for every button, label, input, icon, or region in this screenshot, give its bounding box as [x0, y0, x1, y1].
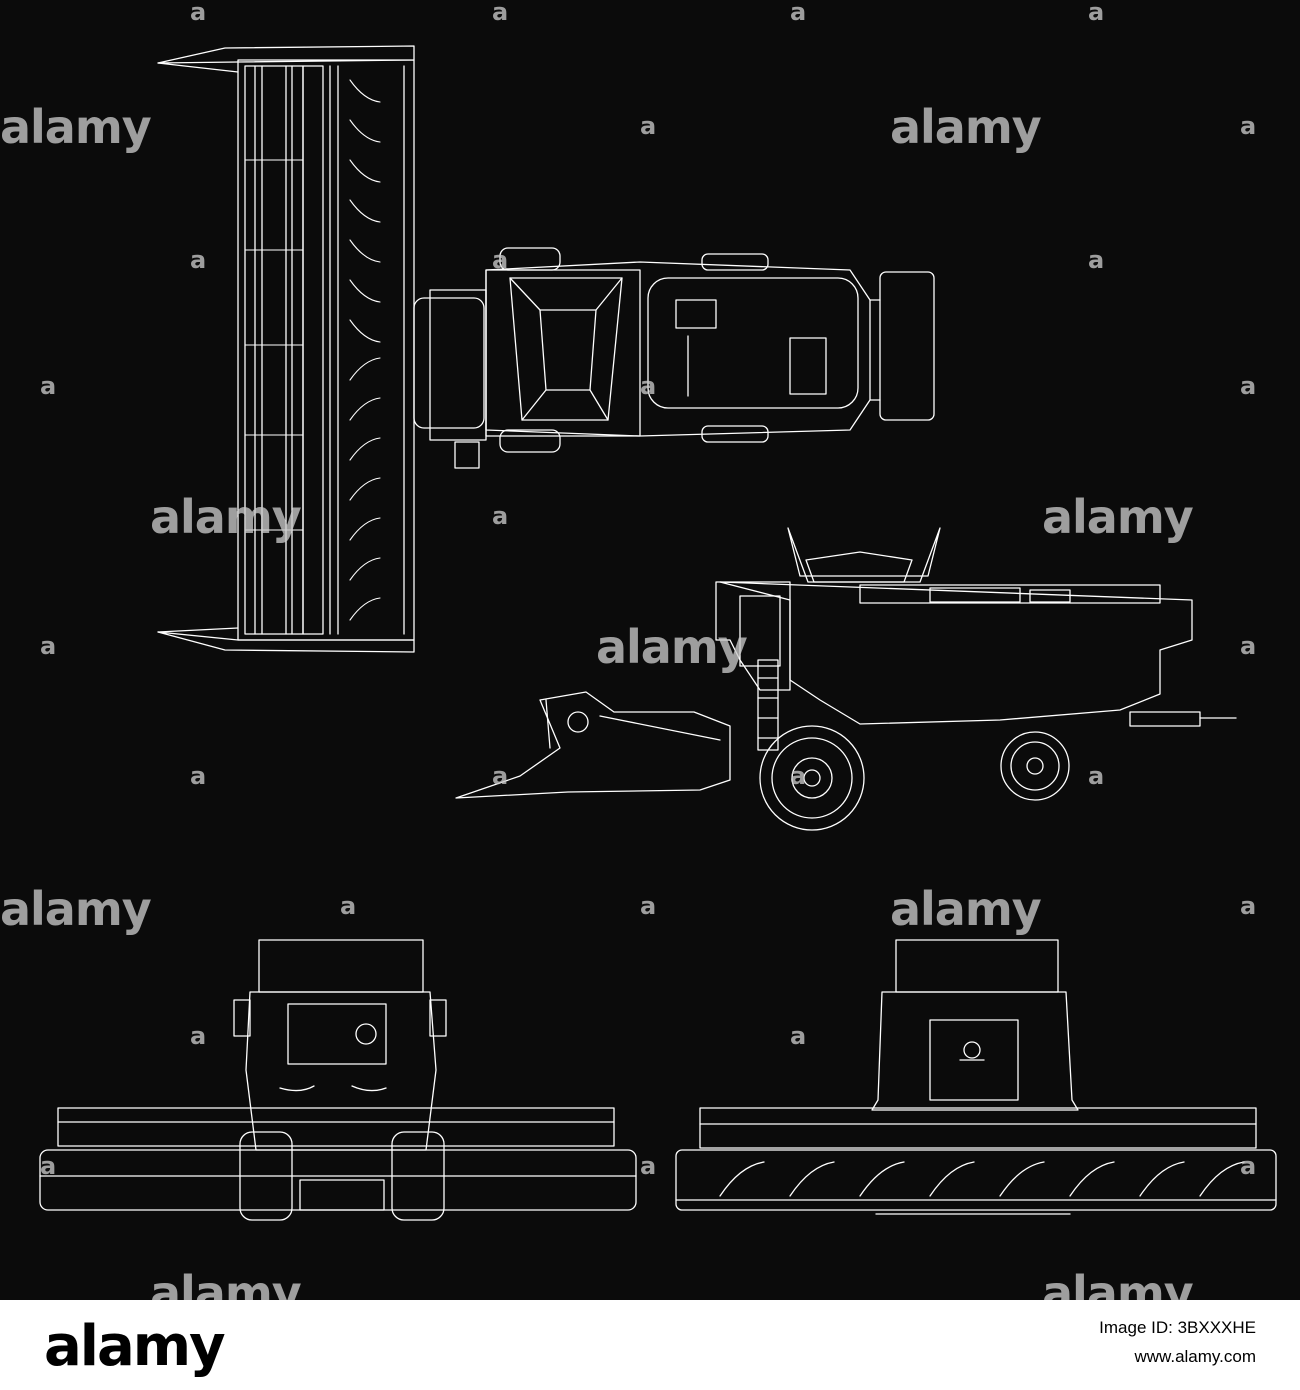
watermark-text: alamy [150, 490, 302, 544]
watermark-mark: a [492, 762, 509, 790]
front-view-drawing [39, 939, 637, 1221]
watermark-mark: a [1088, 0, 1105, 26]
watermark-mark: a [492, 502, 509, 530]
watermark-mark: a [40, 1152, 57, 1180]
watermark-mark: a [190, 246, 207, 274]
watermark-text: alamy [1042, 490, 1194, 544]
watermark-mark: a [492, 246, 509, 274]
watermark-mark: a [1240, 112, 1257, 140]
watermark-mark: a [1240, 372, 1257, 400]
watermark-text: alamy [890, 882, 1042, 936]
site-url-link[interactable]: www.alamy.com [1134, 1347, 1256, 1366]
watermark-text: alamy [150, 1266, 302, 1300]
watermark-mark: a [790, 1022, 807, 1050]
watermark-mark: a [1240, 892, 1257, 920]
watermark-mark: a [40, 372, 57, 400]
rear-view-drawing [675, 939, 1277, 1215]
watermark-mark: a [190, 1022, 207, 1050]
watermark-text: alamy [596, 620, 748, 674]
watermark-mark: a [790, 762, 807, 790]
watermark-mark: a [1240, 1152, 1257, 1180]
footer-bar: alamy Image ID: 3BXXXHE www.alamy.com [0, 1300, 1300, 1390]
watermark-mark: a [640, 112, 657, 140]
watermark-mark: a [640, 372, 657, 400]
watermark-mark: a [340, 892, 357, 920]
watermark-mark: a [492, 0, 509, 26]
top-view-drawing [157, 45, 935, 653]
side-view-drawing [455, 527, 1237, 831]
watermark-mark: a [40, 632, 57, 660]
footer-logo[interactable]: alamy [44, 1314, 226, 1379]
watermark-mark: a [640, 892, 657, 920]
image-id-label: Image ID: 3BXXXHE [1099, 1318, 1256, 1337]
watermark-mark: a [190, 0, 207, 26]
watermark-text: alamy [890, 100, 1042, 154]
watermark-mark: a [1240, 632, 1257, 660]
watermark-mark: a [190, 762, 207, 790]
watermark-mark: a [1088, 762, 1105, 790]
watermark-mark: a [790, 0, 807, 26]
watermark-mark: a [640, 1152, 657, 1180]
watermark-text: alamy [0, 100, 152, 154]
watermark-mark: a [1088, 246, 1105, 274]
watermark-text: alamy [0, 882, 152, 936]
drawing-area: alamy alamy alamy alamy alamy alamy alam… [0, 0, 1300, 1300]
watermark-text: alamy [1042, 1266, 1194, 1300]
